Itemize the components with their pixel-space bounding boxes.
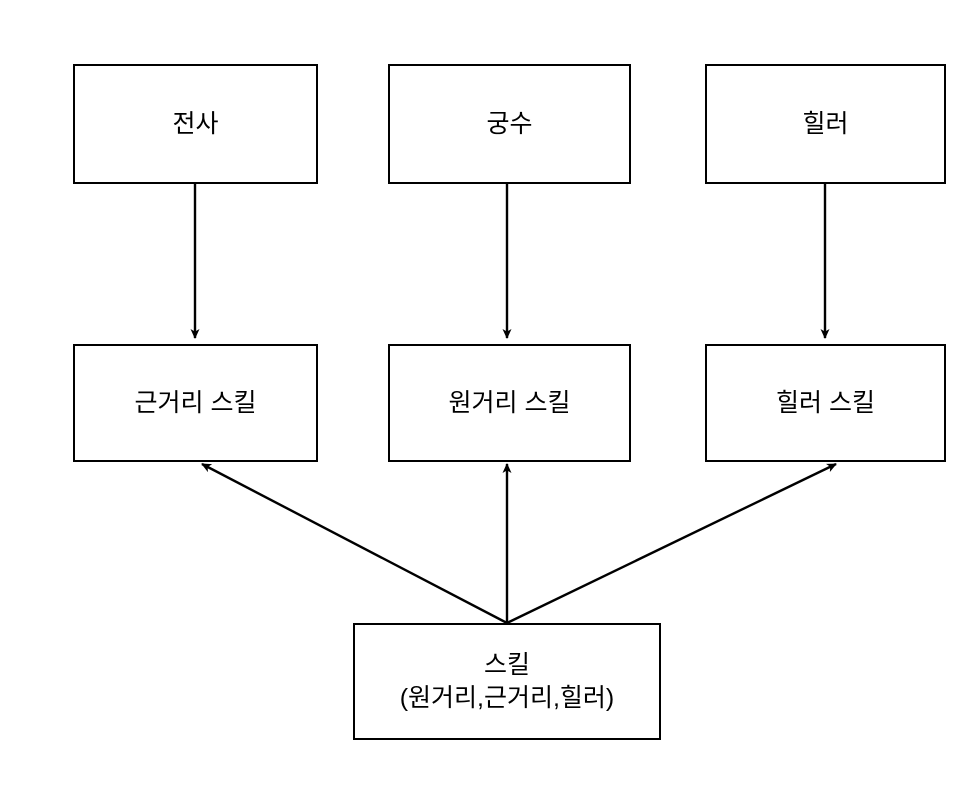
node-healer[interactable]: 힐러 <box>705 64 946 184</box>
edge-skill-root-to-melee-skill <box>201 462 508 625</box>
node-ranged-skill[interactable]: 원거리 스킬 <box>388 344 631 462</box>
node-skill-root[interactable]: 스킬 (원거리,근거리,힐러) <box>353 623 661 740</box>
node-ranged-skill-label: 원거리 스킬 <box>448 389 571 417</box>
node-healer-label: 힐러 <box>802 110 849 138</box>
node-melee-skill-label: 근거리 스킬 <box>134 389 257 417</box>
node-warrior-label: 전사 <box>172 110 219 138</box>
node-archer-label: 궁수 <box>486 110 533 138</box>
node-archer[interactable]: 궁수 <box>388 64 631 184</box>
node-healer-skill[interactable]: 힐러 스킬 <box>705 344 946 462</box>
edge-skill-root-to-healer-skill <box>506 462 837 625</box>
node-warrior[interactable]: 전사 <box>73 64 318 184</box>
node-healer-skill-label: 힐러 스킬 <box>776 389 875 417</box>
node-skill-root-label: 스킬 (원거리,근거리,힐러) <box>399 651 615 712</box>
node-melee-skill[interactable]: 근거리 스킬 <box>73 344 318 462</box>
